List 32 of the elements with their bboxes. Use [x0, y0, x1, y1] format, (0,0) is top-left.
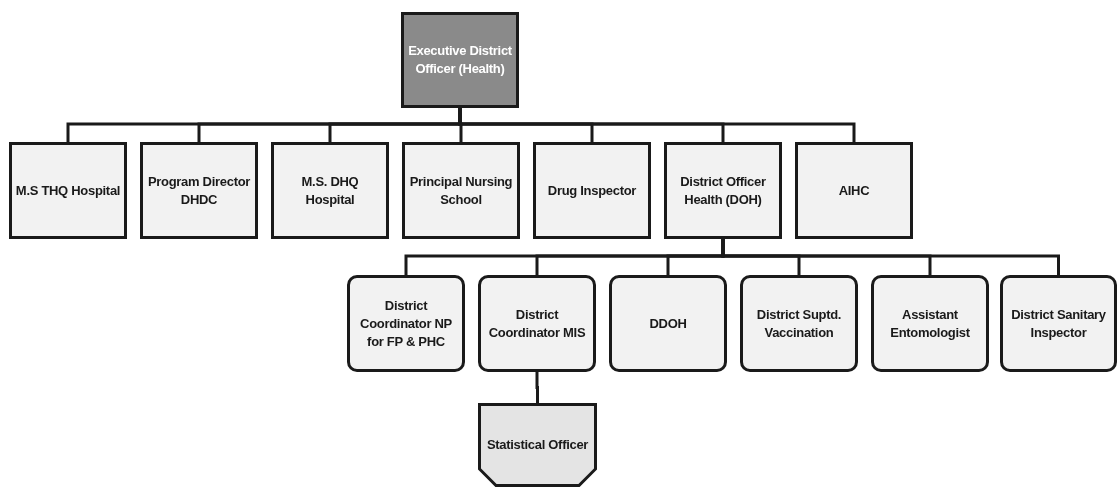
role-title: DDOH	[649, 314, 687, 333]
role-title: Drug Inspector	[547, 181, 637, 200]
role-title: District Coordinator NP for FP & PHC	[359, 296, 453, 351]
role-box	[533, 142, 651, 239]
rounded-role-box	[1000, 275, 1117, 372]
role-title: District Suptd. Vaccination	[755, 305, 843, 342]
connector-line	[458, 108, 856, 142]
rounded-role-box	[609, 275, 727, 372]
role-title: District Sanitary Inspector	[1010, 305, 1107, 342]
role-box	[9, 142, 127, 239]
role-title: AIHC	[838, 181, 870, 200]
role-title: Assistant Entomologist	[889, 305, 971, 342]
head-box	[401, 12, 519, 108]
role-box	[402, 142, 520, 239]
rounded-role-box	[347, 275, 465, 372]
role-box	[140, 142, 258, 239]
role-title: M.S. DHQ Hospital	[300, 172, 360, 209]
role-title: Principal Nursing School	[408, 172, 514, 209]
role-box	[271, 142, 389, 239]
role-title: M.S THQ Hospital	[15, 181, 121, 200]
connector-line	[721, 239, 1060, 275]
connector-line	[535, 372, 539, 403]
rounded-role-box	[478, 275, 596, 372]
role-title: Executive District Officer (Health)	[407, 42, 513, 78]
role-title: Program Director DHDC	[146, 172, 252, 209]
role-box	[664, 142, 782, 239]
rounded-role-box	[871, 275, 989, 372]
role-box	[795, 142, 913, 239]
role-title: District Coordinator MIS	[487, 305, 587, 342]
rounded-role-box	[740, 275, 858, 372]
role-title: Statistical Officer	[486, 436, 589, 454]
role-title: District Officer Health (DOH)	[679, 172, 767, 209]
